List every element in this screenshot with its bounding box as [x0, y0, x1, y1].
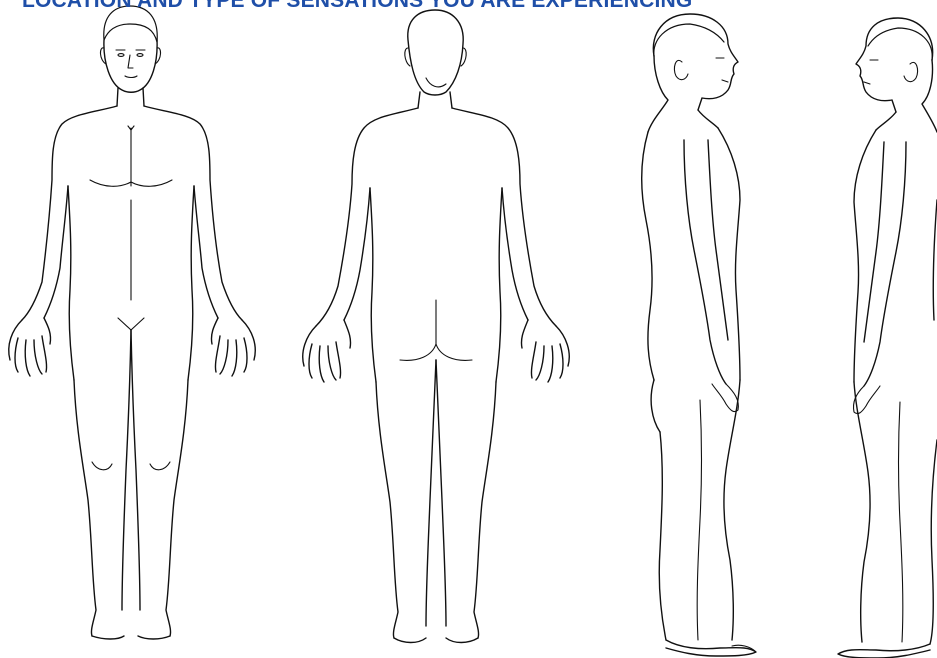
front-view-figure[interactable] — [9, 6, 256, 639]
right-side-view-figure[interactable] — [642, 14, 756, 656]
back-view-figure[interactable] — [303, 10, 570, 643]
diagram-title: LOCATION AND TYPE OF SENSATIONS YOU ARE … — [22, 0, 692, 13]
left-side-view-figure[interactable] — [838, 18, 937, 658]
